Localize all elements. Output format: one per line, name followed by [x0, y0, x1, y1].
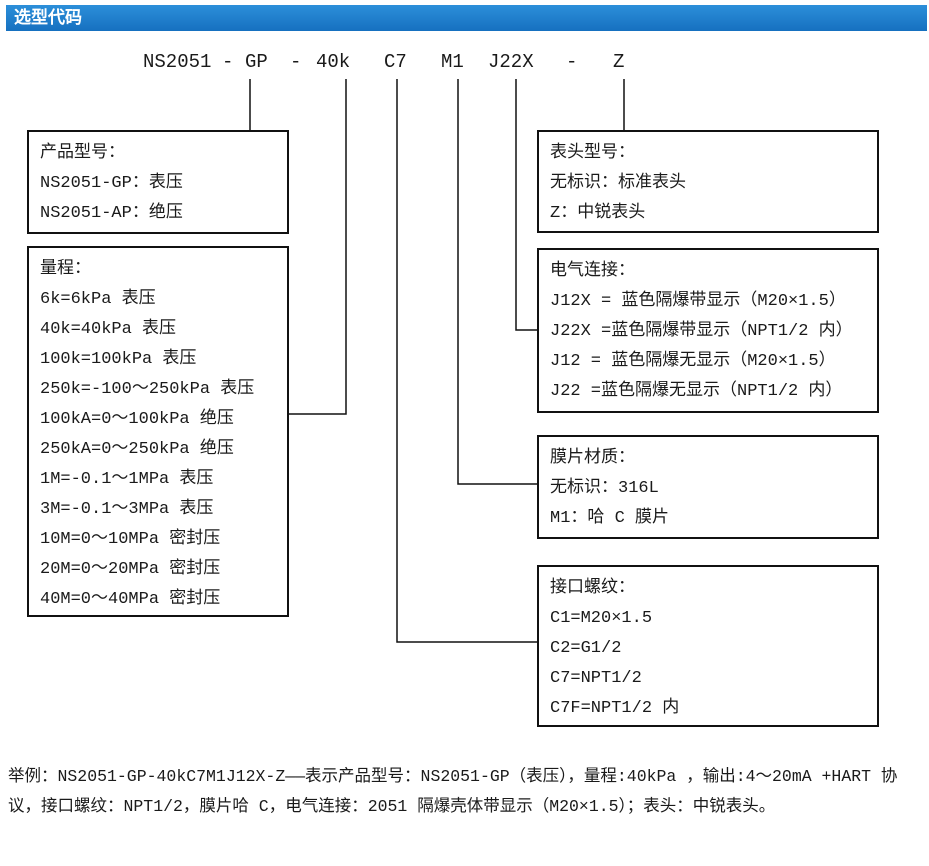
- code-part-model: NS2051: [143, 51, 212, 73]
- head-type-title: 表头型号：: [550, 144, 635, 163]
- range-line: 10M=0～10MPa 密封压: [40, 530, 221, 549]
- code-part-diaphragm: M1: [441, 51, 464, 73]
- electrical-line: J12 = 蓝色隔爆无显示（M20×1.5）: [550, 352, 836, 371]
- code-part-head: Z: [613, 51, 625, 73]
- product-model-line: NS2051-AP：绝压: [40, 204, 183, 223]
- electrical-connection-box: 电气连接： J12X = 蓝色隔爆带显示（M20×1.5） J22X =蓝色隔爆…: [537, 248, 879, 413]
- head-type-line: Z：中锐表头: [550, 204, 646, 223]
- thread-line: C2=G1/2: [550, 639, 622, 658]
- code-part-thread: C7: [384, 51, 407, 73]
- code-part-dash-2: -: [290, 51, 302, 73]
- code-part-type: GP: [245, 51, 268, 73]
- thread-line: C7=NPT1/2: [550, 669, 642, 688]
- code-part-electrical: J22X: [488, 51, 534, 73]
- connector-range: [288, 79, 347, 415]
- example-paragraph: 举例：NS2051-GP-40kC7M1J12X-Z——表示产品型号：NS205…: [8, 767, 898, 816]
- product-model-title: 产品型号：: [40, 144, 125, 163]
- range-line: 6k=6kPa 表压: [40, 290, 156, 309]
- connector-electrical: [515, 79, 537, 331]
- section-header: 选型代码: [6, 5, 927, 31]
- thread-box: 接口螺纹： C1=M20×1.5 C2=G1/2 C7=NPT1/2 C7F=N…: [537, 565, 879, 727]
- section-title: 选型代码: [14, 8, 82, 28]
- thread-title: 接口螺纹：: [550, 579, 635, 598]
- head-type-line: 无标识：标准表头: [550, 174, 686, 193]
- range-box: 量程： 6k=6kPa 表压 40k=40kPa 表压 100k=100kPa …: [27, 246, 289, 617]
- code-part-dash-3: -: [566, 51, 578, 73]
- range-line: 100kA=0～100kPa 绝压: [40, 410, 234, 429]
- electrical-line: J22X =蓝色隔爆带显示（NPT1/2 内）: [550, 322, 853, 341]
- product-model-box: 产品型号： NS2051-GP：表压 NS2051-AP：绝压: [27, 130, 289, 234]
- range-line: 40M=0～40MPa 密封压: [40, 590, 221, 609]
- connector-thread: [396, 79, 537, 643]
- diaphragm-material-box: 膜片材质： 无标识：316L M1：哈 C 膜片: [537, 435, 879, 539]
- code-part-dash-1: -: [222, 51, 234, 73]
- code-part-range: 40k: [316, 51, 351, 73]
- electrical-title: 电气连接：: [550, 262, 635, 281]
- range-line: 100k=100kPa 表压: [40, 350, 197, 369]
- thread-line: C1=M20×1.5: [550, 609, 653, 628]
- range-title: 量程：: [40, 260, 91, 279]
- connector-diaphragm: [457, 79, 537, 485]
- diaphragm-line: M1：哈 C 膜片: [550, 509, 670, 528]
- electrical-line: J12X = 蓝色隔爆带显示（M20×1.5）: [550, 292, 846, 311]
- range-line: 250k=-100～250kPa 表压: [40, 380, 255, 399]
- range-line: 20M=0～20MPa 密封压: [40, 560, 221, 579]
- range-line: 250kA=0～250kPa 绝压: [40, 440, 234, 459]
- electrical-line: J22 =蓝色隔爆无显示（NPT1/2 内）: [550, 382, 843, 401]
- product-model-line: NS2051-GP：表压: [40, 174, 183, 193]
- range-line: 40k=40kPa 表压: [40, 320, 177, 339]
- diaphragm-title: 膜片材质：: [550, 449, 635, 468]
- range-line: 3M=-0.1～3MPa 表压: [40, 500, 214, 519]
- thread-line: C7F=NPT1/2 内: [550, 699, 680, 718]
- head-type-box: 表头型号： 无标识：标准表头 Z：中锐表头: [537, 130, 879, 233]
- range-line: 1M=-0.1～1MPa 表压: [40, 470, 214, 489]
- diaphragm-line: 无标识：316L: [550, 479, 659, 498]
